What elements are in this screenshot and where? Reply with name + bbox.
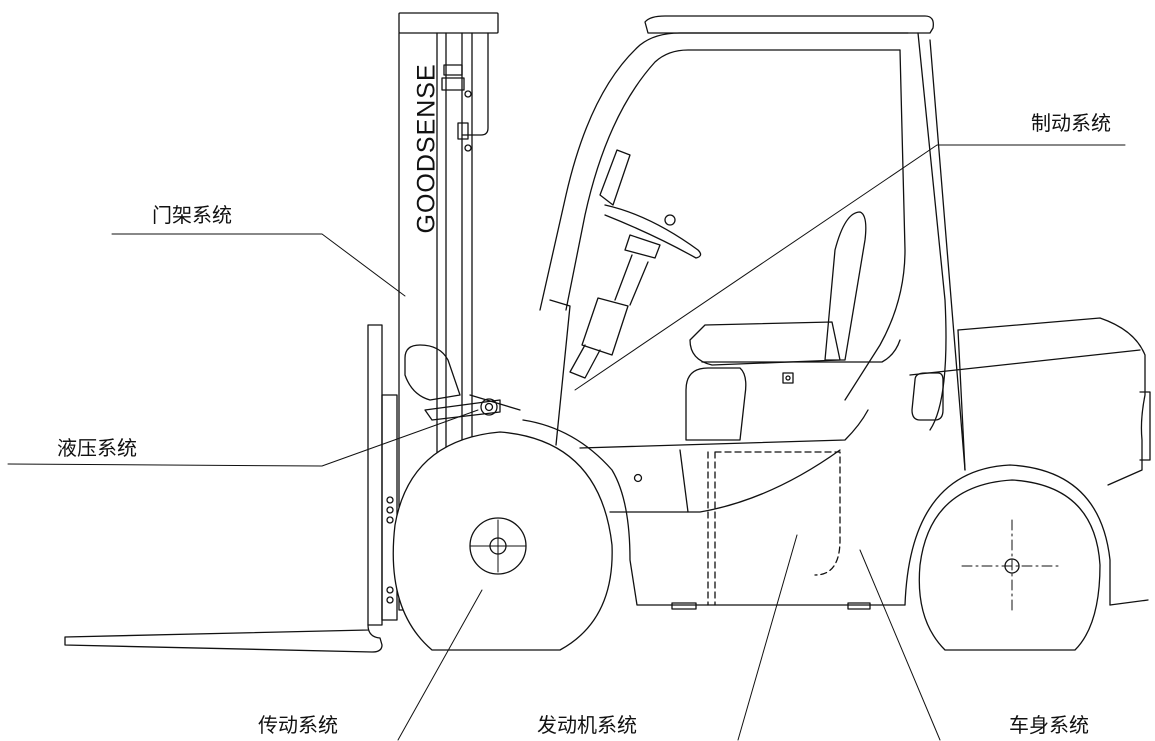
- front-axle-crosshair: [469, 519, 527, 573]
- fitting-bolt: [464, 144, 472, 152]
- seat-switch: [782, 372, 794, 384]
- lift-fitting: [443, 64, 463, 76]
- engine-compartment: [707, 451, 841, 606]
- carriage-bolt: [386, 516, 394, 524]
- fork-shank: [367, 324, 383, 626]
- leader-body-system: [859, 549, 941, 741]
- front-tire: [392, 431, 613, 651]
- front-fender: [522, 419, 906, 606]
- fork-carriage: [64, 324, 398, 653]
- label-body-system: 车身系统: [1009, 713, 1089, 737]
- lift-fitting: [457, 122, 469, 140]
- lift-fitting: [441, 77, 465, 91]
- counterweight-seam: [909, 349, 1141, 376]
- steering-knob: [664, 214, 676, 226]
- side-grip: [911, 372, 944, 421]
- guard-rear-pillar-inner: [844, 49, 906, 401]
- seat-switch-dot: [785, 375, 791, 381]
- tilt-bracket: [424, 399, 501, 421]
- foot-pad: [671, 602, 697, 610]
- steering-column: [614, 254, 649, 306]
- label-transmission-system: 传动系统: [258, 713, 338, 737]
- seat-back: [824, 211, 867, 361]
- tilt-cylinder-body: [404, 344, 461, 401]
- guard-front-pillar-outer: [539, 32, 909, 311]
- label-engine-system: 发动机系统: [537, 713, 637, 737]
- steering-wheel: [604, 204, 702, 259]
- mast-outer-rail: [398, 32, 447, 611]
- foot-pad: [847, 602, 871, 610]
- carriage-bolt: [386, 586, 394, 594]
- overhead-guard: [539, 15, 966, 471]
- rear-tire: [918, 479, 1101, 651]
- label-hydraulic-system: 液压系统: [57, 436, 137, 460]
- counterweight-front-edge: [957, 329, 966, 471]
- engine-outline: [707, 451, 841, 606]
- carriage-bolt: [386, 596, 394, 604]
- side-panel-line: [609, 449, 841, 513]
- dashboard-panel: [599, 149, 631, 206]
- seat-cushion: [689, 321, 841, 366]
- seat-base: [701, 339, 901, 363]
- steering-box: [581, 297, 629, 356]
- leader-lines: [7, 144, 1126, 741]
- leader-transmission-system: [397, 589, 483, 741]
- carriage-bolt: [386, 506, 394, 514]
- rear-fender-arch: [904, 464, 1111, 606]
- brand-logo-text: GOODSENSE: [412, 63, 441, 234]
- front-cowl: [549, 299, 571, 446]
- steering-linkage: [569, 344, 601, 379]
- roof: [644, 15, 934, 34]
- tilt-cylinder: [404, 344, 521, 421]
- body: [522, 299, 1151, 610]
- tilt-pivot: [480, 398, 498, 416]
- seat-support: [685, 367, 747, 441]
- leader-brake-system: [574, 144, 1126, 391]
- seat: [685, 211, 901, 441]
- label-brake-system: 制动系统: [1031, 111, 1111, 135]
- guard-front-pillar-inner: [565, 49, 901, 311]
- carriage-plate: [381, 394, 398, 621]
- rear-bumper: [1109, 599, 1149, 606]
- leader-mast-system: [111, 233, 406, 297]
- fork-blade: [64, 624, 383, 653]
- step-edge: [679, 449, 689, 513]
- label-mast-system: 门架系统: [152, 203, 232, 227]
- lift-pipe: [461, 32, 489, 136]
- steering-hub: [624, 234, 661, 259]
- body-hole: [633, 473, 643, 483]
- rear-wheel: [918, 479, 1101, 651]
- guard-rear-pillar-outer: [917, 32, 947, 431]
- rear-light: [1139, 391, 1151, 461]
- floor-line: [579, 409, 869, 449]
- carriage-bolt: [386, 496, 394, 504]
- fitting-bolt: [464, 90, 472, 98]
- tilt-pivot-pin: [484, 402, 494, 412]
- leader-hydraulic-system: [7, 409, 479, 467]
- mast-top-crossbar: [398, 12, 499, 34]
- leader-engine-system: [737, 534, 798, 741]
- tilt-link: [469, 394, 521, 411]
- front-wheel: [392, 431, 613, 651]
- rear-axle-centerline: [961, 519, 1061, 613]
- counterweight: [957, 317, 1146, 486]
- steering: [569, 149, 702, 379]
- guard-rear-edge: [929, 39, 966, 471]
